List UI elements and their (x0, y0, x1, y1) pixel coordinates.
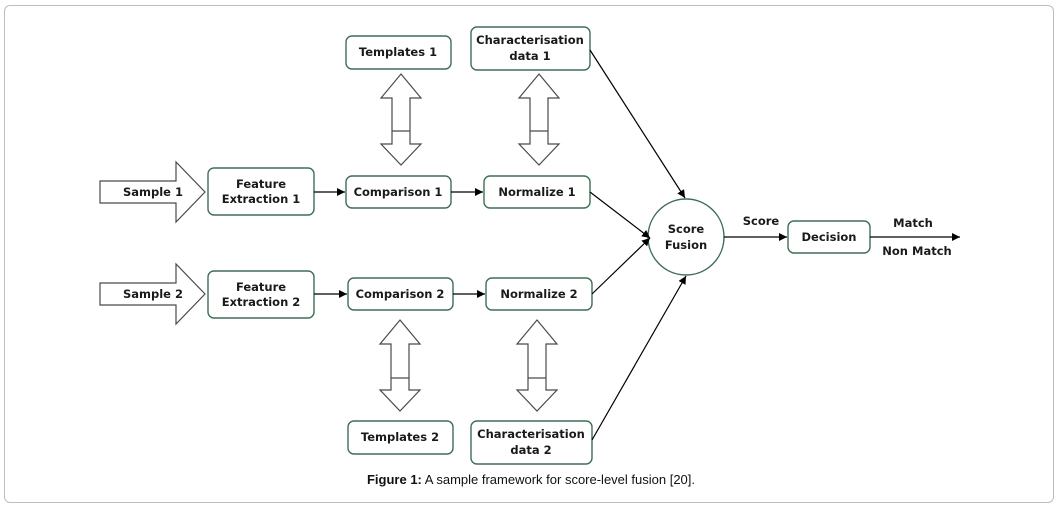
templates-2-box: Templates 2 (347, 420, 454, 455)
normalize-1-box: Normalize 1 (483, 175, 591, 209)
char1-to-fusion-arrow (589, 49, 686, 199)
figure-caption: Figure 1: A sample framework for score-l… (0, 472, 1062, 487)
feature-extraction-2-box: Feature Extraction 2 (207, 270, 315, 319)
characterisation-data-1-line-1: Characterisation (476, 33, 584, 47)
sample-2-arrow: Sample 2 (99, 262, 206, 326)
characterisation-data-2-line-2: data 2 (510, 443, 551, 457)
templates-1-label: Templates 1 (359, 45, 437, 59)
match-label: Match (893, 216, 933, 230)
sample-2-label: Sample 2 (123, 287, 183, 301)
normalize-2-label: Normalize 2 (500, 287, 577, 301)
characterisation-data-1-box: Characterisation data 1 (470, 26, 591, 71)
score-edge-label: Score (743, 214, 780, 228)
comparison-2-label: Comparison 2 (356, 287, 445, 301)
char2-to-fusion-arrow (591, 275, 687, 441)
characterisation-2-double-arrow (515, 319, 559, 412)
normalize1-to-fusion-arrow (589, 191, 651, 239)
decision-label: Decision (802, 230, 857, 244)
characterisation-data-1-line-2: data 1 (509, 49, 550, 63)
normalize-2-box: Normalize 2 (485, 277, 593, 311)
comparison-2-box: Comparison 2 (347, 277, 454, 311)
characterisation-data-2-box: Characterisation data 2 (470, 420, 593, 465)
templates-1-double-arrow (379, 73, 423, 166)
caption-text: A sample framework for score-level fusio… (421, 472, 696, 487)
sample-1-arrow: Sample 1 (99, 160, 206, 224)
templates-1-box: Templates 1 (345, 35, 452, 70)
normalize2-to-fusion-arrow (591, 237, 651, 295)
comparison-1-box: Comparison 1 (345, 175, 452, 209)
characterisation-1-double-arrow (517, 73, 561, 166)
feature-extraction-1-box: Feature Extraction 1 (207, 167, 315, 216)
non-match-label: Non Match (882, 244, 951, 258)
templates-2-label: Templates 2 (361, 430, 439, 444)
score-fusion-line-1: Score (668, 222, 705, 236)
feature-extraction-2-line-1: Feature (236, 280, 286, 294)
characterisation-data-2-line-1: Characterisation (477, 427, 585, 441)
figure-frame (4, 5, 1054, 503)
normalize-1-label: Normalize 1 (498, 185, 575, 199)
templates-2-double-arrow (378, 319, 422, 412)
caption-label: Figure 1: (366, 472, 422, 487)
sample-1-label: Sample 1 (123, 185, 183, 199)
score-fusion-line-2: Fusion (665, 238, 707, 252)
decision-box: Decision (787, 220, 871, 254)
comparison-1-label: Comparison 1 (354, 185, 443, 199)
feature-extraction-1-line-1: Feature (236, 177, 286, 191)
feature-extraction-1-line-2: Extraction 1 (222, 192, 301, 206)
score-fusion-node: Score Fusion (647, 198, 725, 276)
feature-extraction-2-line-2: Extraction 2 (222, 295, 301, 309)
